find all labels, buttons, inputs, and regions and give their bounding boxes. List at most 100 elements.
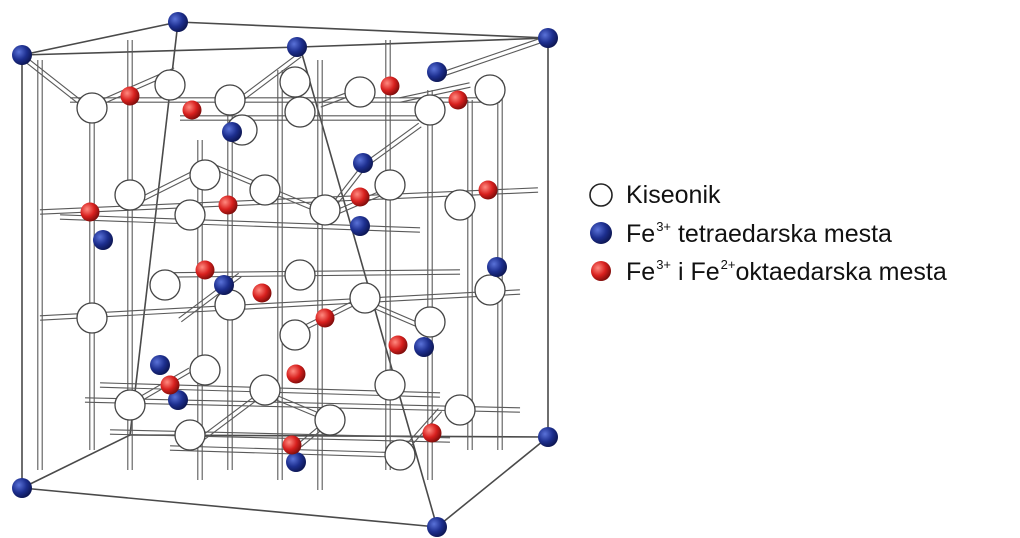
tetrahedral-fe-atom (93, 230, 113, 250)
oxygen-atom (174, 419, 206, 451)
charge-3plus: 3+ (656, 218, 672, 234)
octahedral-fe-atom (252, 283, 272, 303)
charge-3plus: 3+ (656, 256, 672, 272)
octahedral-fe-atom (182, 100, 202, 120)
oxygen-atom (214, 84, 246, 116)
octahedral-fe-atom (388, 335, 408, 355)
oxygen-atom (214, 289, 246, 321)
oxygen-atom (249, 374, 281, 406)
oxygen-atom (189, 354, 221, 386)
oxygen-atom (309, 194, 341, 226)
legend-label-octahedral: Fe3+ i Fe2+oktaedarska mesta (626, 258, 947, 285)
oxygen-atom (414, 94, 446, 126)
octahedral-fe-atom (286, 364, 306, 384)
oxygen-atom (349, 282, 381, 314)
tetrahedral-fe-atom (427, 517, 447, 537)
tetrahedral-fe-atom (538, 427, 558, 447)
tetrahedral-fe-atom (287, 37, 307, 57)
red-sphere-icon (588, 258, 614, 284)
oxygen-atom (154, 69, 186, 101)
oxygen-atom (314, 404, 346, 436)
tetrahedral-fe-atom (427, 62, 447, 82)
legend: Kiseonik Fe3+ tetraedarska mesta Fe3+ i … (588, 176, 1018, 290)
oxygen-atom (474, 274, 506, 306)
cube-edge (21, 46, 301, 56)
bond-rod (363, 122, 422, 168)
oxygen-atom (444, 189, 476, 221)
tetrahedral-fe-atom (222, 122, 242, 142)
legend-item-oxygen: Kiseonik (588, 176, 1018, 214)
ion-fe-2: Fe (690, 257, 720, 286)
white-circle-icon (588, 182, 614, 208)
oxygen-atom (249, 174, 281, 206)
oxygen-atom (279, 319, 311, 351)
tetrahedral-fe-atom (538, 28, 558, 48)
octahedral-fe-atom (80, 202, 100, 222)
bond-rod (39, 289, 521, 321)
oxygen-atom (76, 92, 108, 124)
charge-2plus: 2+ (720, 256, 736, 272)
oxygen-atom (279, 66, 311, 98)
legend-label-oxygen: Kiseonik (626, 180, 721, 209)
oxygen-atom (474, 74, 506, 106)
bond-rod (89, 110, 95, 450)
octahedral-fe-atom (422, 423, 442, 443)
tetrahedral-fe-atom (168, 390, 188, 410)
octahedral-fe-atom (218, 195, 238, 215)
legend-item-octahedral: Fe3+ i Fe2+oktaedarska mesta (588, 252, 1018, 290)
legend-label-tetrahedral: Fe3+ tetraedarska mesta (626, 220, 892, 247)
oxygen-atom (114, 179, 146, 211)
oxygen-atom (149, 269, 181, 301)
octahedral-fe-atom (160, 375, 180, 395)
oxygen-atom (374, 369, 406, 401)
octahedral-fe-atom (380, 76, 400, 96)
tetrahedral-fe-atom (487, 257, 507, 277)
oxygen-atom (384, 439, 416, 471)
bond-rod (399, 82, 471, 103)
cube-edge (436, 436, 549, 528)
octahedral-fe-atom (448, 90, 468, 110)
joiner: i (677, 257, 684, 286)
octahedral-fe-atom (315, 308, 335, 328)
cube-edge (299, 37, 549, 48)
oxygen-atom (174, 199, 206, 231)
tetrahedral-fe-atom (353, 153, 373, 173)
spinel-crystal-structure (12, 12, 558, 537)
bond-rod (198, 392, 262, 443)
bond-rod (277, 70, 283, 480)
blue-sphere-icon (588, 220, 614, 246)
bond-rod (427, 90, 433, 480)
cube-edge (21, 487, 438, 528)
tetrahedral-fe-atom (12, 478, 32, 498)
octahedral-fe-atom (195, 260, 215, 280)
octahedral-fe-atom (282, 435, 302, 455)
octahedral-fe-atom (120, 86, 140, 106)
oxygen-atom (444, 394, 476, 426)
tetrahedral-fe-atom (414, 337, 434, 357)
oxygen-atom (284, 259, 316, 291)
oxygen-atom (189, 159, 221, 191)
tetrahedral-fe-atom (150, 355, 170, 375)
oxygen-atom (414, 306, 446, 338)
oxygen-atom (374, 169, 406, 201)
oxygen-atom (76, 302, 108, 334)
tetrahedral-fe-atom (286, 452, 306, 472)
bond-rod (238, 52, 302, 103)
tetrahedral-fe-atom (214, 275, 234, 295)
site-label: tetraedarska mesta (677, 219, 892, 248)
ion-fe: Fe (626, 219, 656, 248)
octahedral-fe-atom (350, 187, 370, 207)
bond-rod (439, 35, 549, 78)
cube-edge (21, 434, 131, 489)
oxygen-atom (344, 76, 376, 108)
oxygen-atom (114, 389, 146, 421)
ion-fe-1: Fe (626, 257, 656, 286)
site-label: oktaedarska mesta (735, 257, 947, 286)
bond-rod (385, 40, 391, 470)
cube-edge (177, 21, 549, 39)
tetrahedral-fe-atom (350, 216, 370, 236)
octahedral-fe-atom (478, 180, 498, 200)
tetrahedral-fe-atom (12, 45, 32, 65)
bond-rod (37, 60, 43, 470)
atom-layer (12, 12, 558, 537)
